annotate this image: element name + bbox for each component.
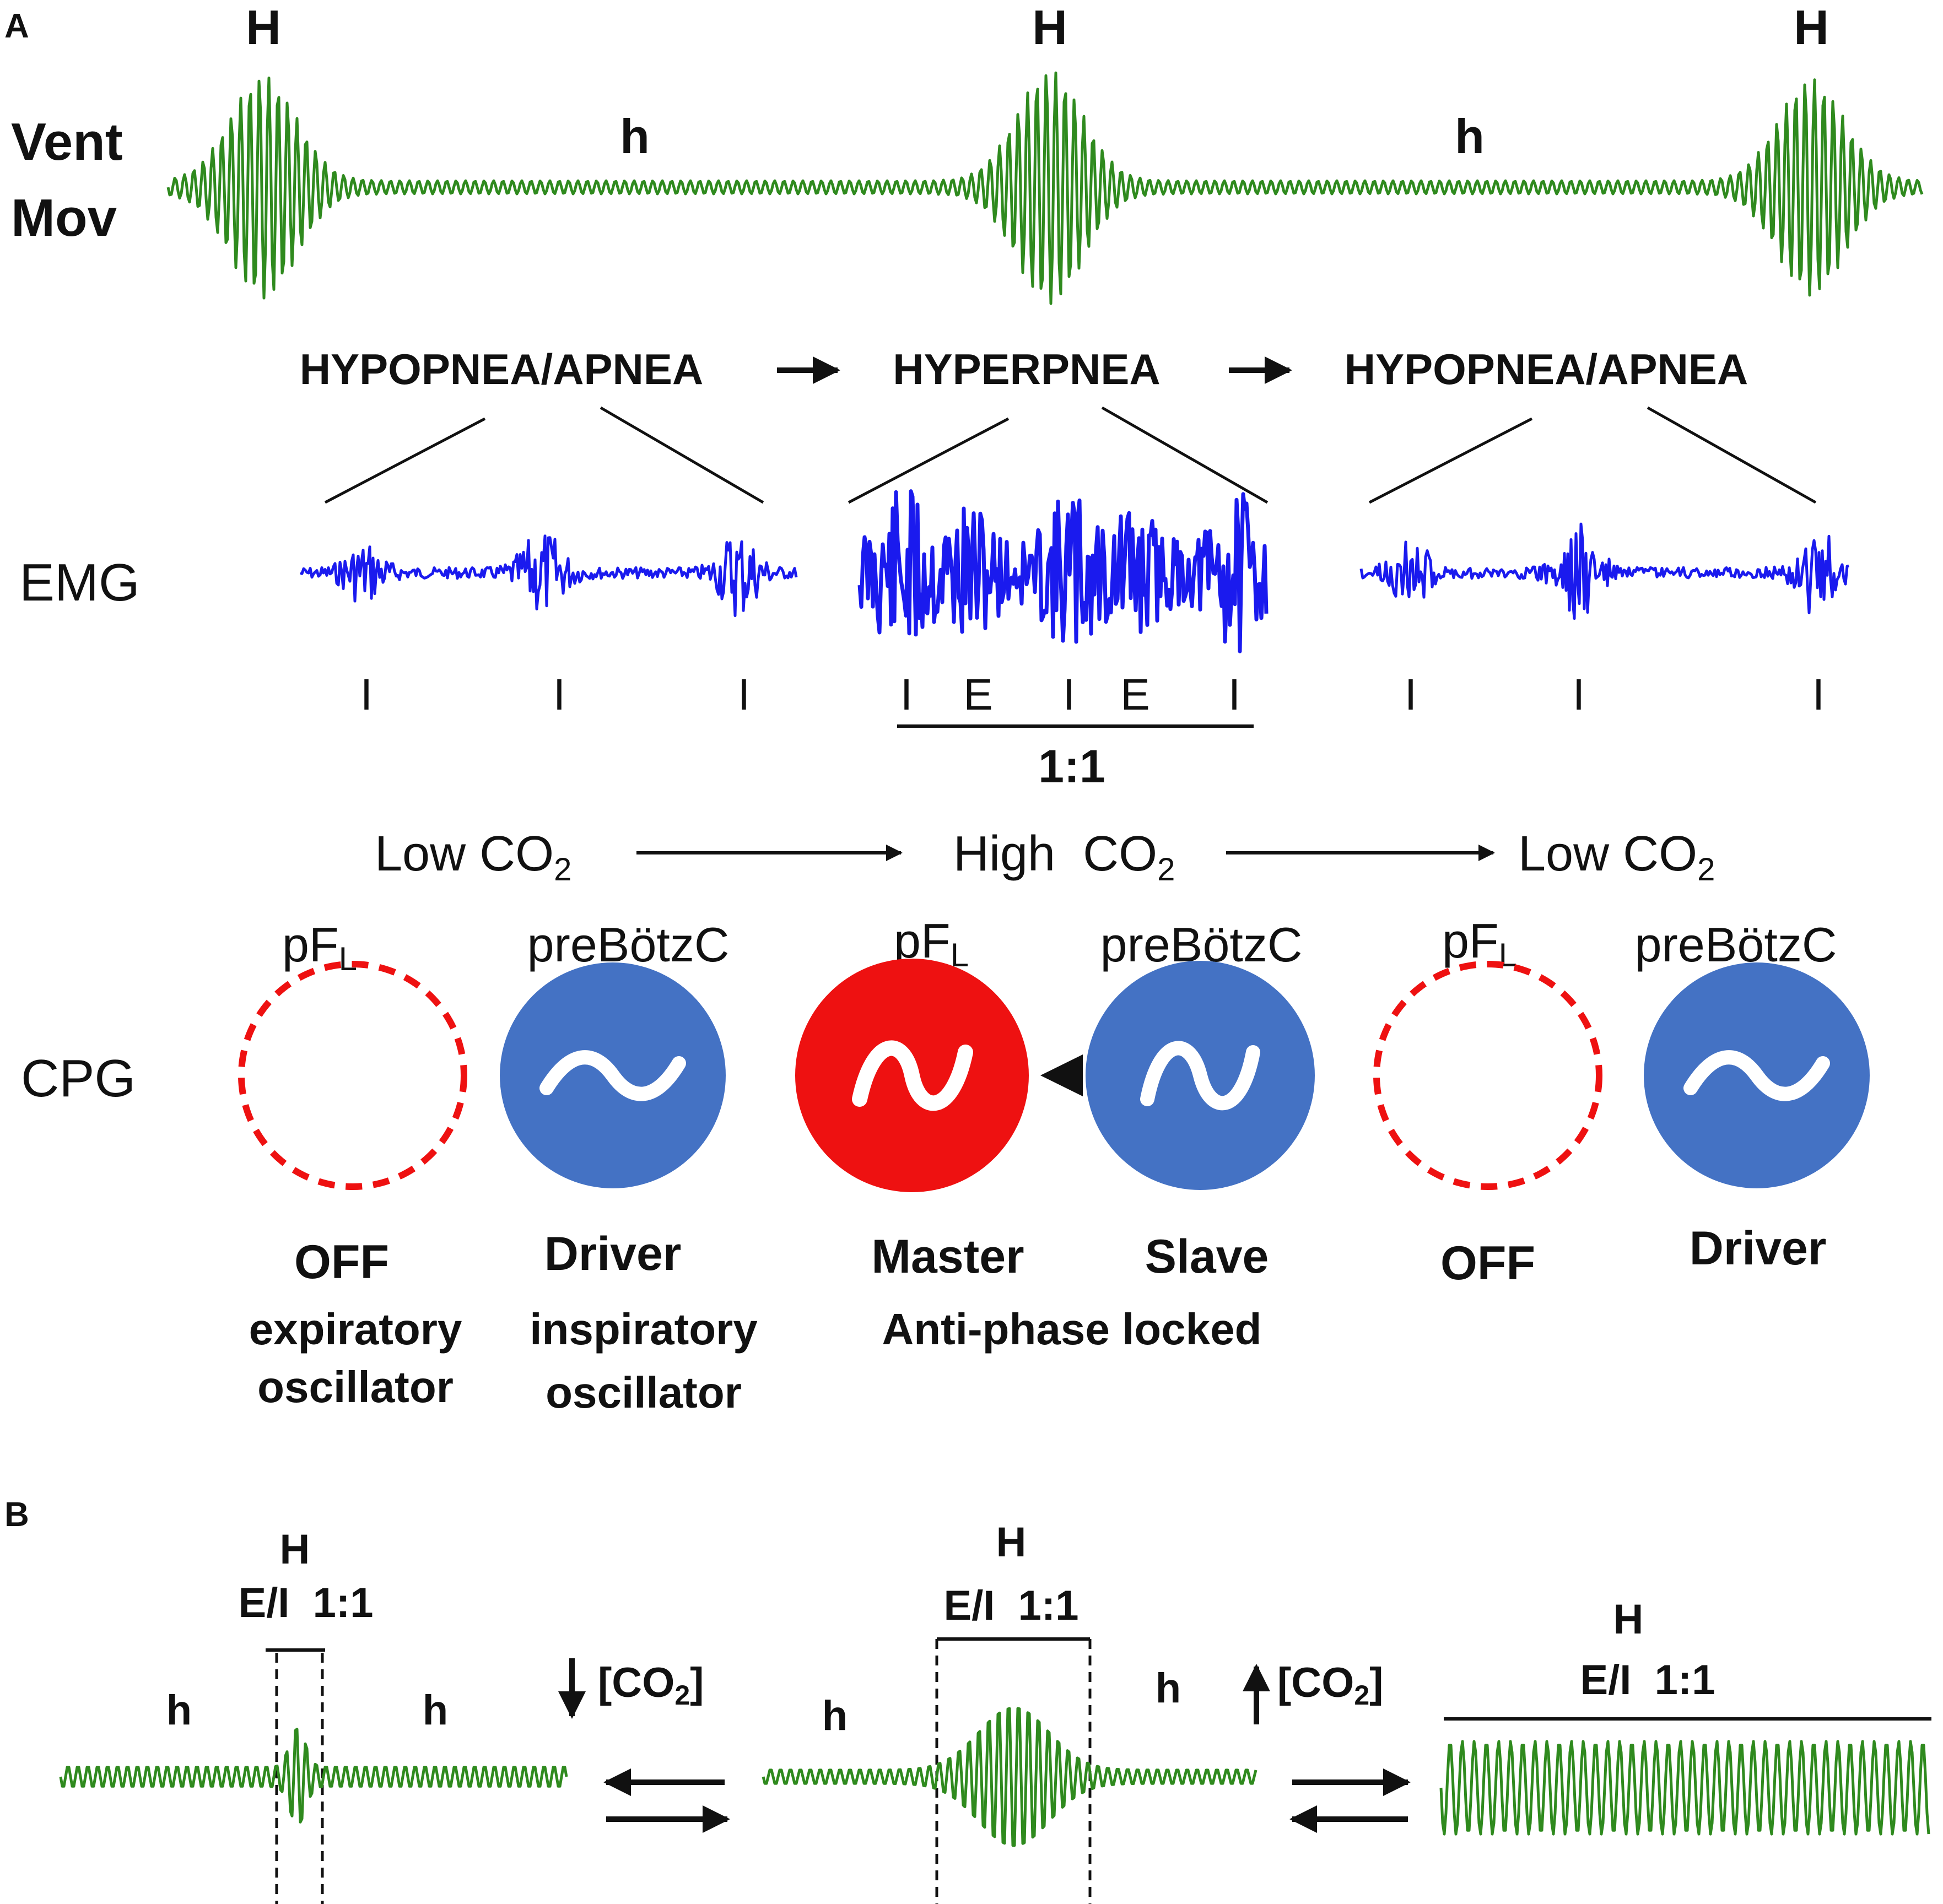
role-label-1: OFF: [294, 1236, 389, 1289]
vent-label: Vent: [11, 112, 123, 171]
desc-expiratory: expiratory: [249, 1305, 462, 1354]
emg-mark-left-1: I: [360, 670, 373, 719]
ratio-label: 1:1: [1038, 740, 1105, 792]
osc-name-pfl-3: pFL: [1442, 913, 1517, 973]
b3-big-h: H: [1613, 1596, 1644, 1643]
panel-b-traces: [59, 1707, 1930, 1847]
phase-label-3: HYPOPNEA/APNEA: [1345, 345, 1748, 393]
big-h-label-2: H: [1032, 0, 1067, 55]
role-label-3: Master: [871, 1230, 1024, 1283]
role-label-5: OFF: [1440, 1237, 1535, 1290]
ventilatory-movement-trace: [166, 71, 1924, 305]
emg-label: EMG: [19, 553, 140, 612]
co2-down-label: [CO2]: [598, 1659, 704, 1711]
emg-mark-right-3: I: [1812, 670, 1825, 719]
emg-mark-right-1: I: [1405, 670, 1417, 719]
b2-small-h-right: h: [1156, 1665, 1181, 1712]
sine-wave-icon-2: [852, 1040, 973, 1111]
b2-big-h: H: [996, 1519, 1027, 1566]
emg-mark-mid-5: I: [1228, 670, 1240, 719]
b-trace-1: [59, 1728, 568, 1824]
b1-ratio: E/I 1:1: [239, 1580, 374, 1626]
osc-name-pfl-1: pFL: [282, 917, 357, 977]
emg-mark-mid-3: I: [1063, 670, 1075, 719]
desc-inspiratory: inspiratory: [530, 1305, 758, 1354]
zoom-lines: [324, 406, 1817, 504]
co2-label-3: Low CO2: [1518, 826, 1715, 888]
phase-label-2: HYPERPNEA: [893, 345, 1160, 393]
big-h-label-1: H: [246, 0, 281, 55]
osc-name-pfl-2: pFL: [894, 913, 969, 973]
small-h-label-2: h: [1455, 109, 1485, 164]
co2-label-2: High CO2: [953, 826, 1175, 888]
emg-mark-mid-1: I: [900, 670, 913, 719]
b2-small-h-left: h: [822, 1692, 848, 1739]
pfl-oscillator-off-2: [1373, 961, 1602, 1190]
b1-small-h-left: h: [166, 1687, 192, 1734]
sine-wave-icon-1: [539, 1050, 686, 1101]
b3-ratio: E/I 1:1: [1580, 1657, 1715, 1703]
role-label-4: Slave: [1145, 1230, 1269, 1283]
b2-ratio: E/I 1:1: [944, 1582, 1079, 1629]
emg-mark-right-2: I: [1573, 670, 1585, 719]
vent-mov-waveform: [166, 71, 1924, 305]
role-label-6: Driver: [1690, 1222, 1827, 1275]
emg-traces: [299, 489, 1849, 653]
b-trace-2: [762, 1707, 1257, 1847]
osc-name-prebotz-1: preBötzC: [527, 917, 730, 972]
pfl-oscillator-off-1: [238, 961, 467, 1190]
mov-label: Mov: [11, 188, 117, 247]
small-h-label-1: h: [620, 109, 650, 164]
cpg-label: CPG: [21, 1049, 136, 1108]
panel-b-label: B: [4, 1496, 29, 1534]
emg-trace-hypopnea-2: [1359, 522, 1849, 620]
co2-label-1: Low CO2: [375, 826, 571, 888]
co2-up-label: [CO2]: [1277, 1659, 1383, 1711]
big-h-label-3: H: [1794, 0, 1829, 55]
anti-phase-label: Anti-phase locked: [882, 1305, 1261, 1354]
emg-trace-hyperpnea: [857, 489, 1269, 653]
desc-oscillator-1: oscillator: [257, 1362, 454, 1411]
phase-label-1: HYPOPNEA/APNEA: [300, 345, 703, 393]
b1-small-h-right: h: [423, 1687, 448, 1734]
sine-wave-icon-3: [1140, 1041, 1260, 1111]
emg-mark-left-3: I: [738, 670, 750, 719]
desc-oscillator-2: oscillator: [546, 1368, 742, 1417]
emg-mark-mid-4: E: [1120, 670, 1149, 719]
osc-name-prebotz-3: preBötzC: [1635, 917, 1837, 972]
emg-trace-hypopnea-1: [299, 534, 798, 617]
emg-mark-left-2: I: [553, 670, 565, 719]
b-trace-3: [1439, 1740, 1930, 1836]
sine-wave-icon-4: [1683, 1050, 1830, 1101]
emg-mark-mid-2: E: [963, 670, 992, 719]
panel-a-label: A: [4, 7, 29, 45]
role-label-2: Driver: [544, 1227, 682, 1280]
b1-big-h: H: [280, 1526, 310, 1573]
coupling-arrow: [1040, 1054, 1083, 1096]
